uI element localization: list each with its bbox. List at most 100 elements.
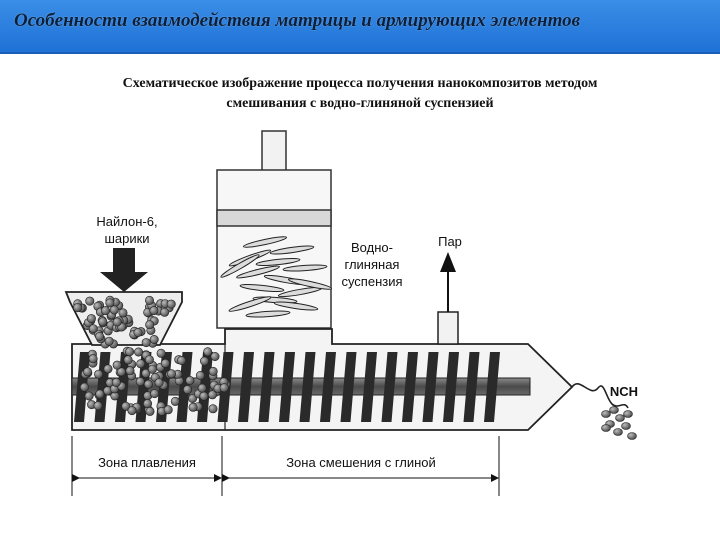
nylon-pellet	[200, 356, 210, 366]
nylon-pellet	[219, 383, 229, 393]
nylon-pellet	[86, 314, 96, 324]
diagram-caption: Схематическое изображение процесса получ…	[40, 74, 680, 114]
nylon-pellet	[112, 360, 122, 370]
screw-flight	[320, 352, 336, 422]
cylinder-body	[216, 169, 332, 329]
nylon-pellet	[160, 307, 170, 317]
nch-pellet	[621, 422, 631, 430]
caption-line-2: смешивания с водно-глиняной суспензией	[226, 96, 494, 111]
nylon-pellet	[166, 299, 176, 309]
screw-flight	[443, 352, 459, 422]
nch-pellet	[601, 424, 611, 432]
nylon-pellet	[95, 389, 105, 399]
mixing-zone-label: Зона смешения с глиной	[286, 455, 436, 470]
zone-dimensions	[71, 436, 500, 496]
feed-arrow	[100, 248, 148, 292]
nylon-label-line-1: Найлон-6,	[96, 214, 157, 229]
caption-line-1: Схематическое изображение процесса получ…	[122, 76, 598, 91]
nylon-pellet	[145, 295, 155, 305]
clay-platelet	[239, 284, 285, 292]
nylon-pellet	[160, 358, 170, 368]
nch-pellet	[627, 432, 637, 440]
clay-platelet	[282, 264, 328, 272]
nylon-pellet	[125, 347, 135, 357]
steam-arrow-icon	[440, 252, 456, 272]
screw-flight	[422, 352, 439, 422]
slurry-label-line-1: Водно-	[351, 240, 393, 255]
clay-platelet	[255, 258, 301, 266]
clay-platelet	[236, 265, 280, 279]
nylon-pellet	[208, 404, 218, 414]
nch-pellet	[601, 410, 611, 418]
nylon-pellet	[73, 303, 83, 313]
clay-platelet	[228, 296, 272, 312]
nylon-pellet	[143, 379, 153, 389]
nylon-pellet	[83, 367, 93, 377]
nylon-pellet	[141, 368, 151, 378]
nylon-pellet	[112, 317, 122, 327]
nylon-pellet	[195, 370, 205, 380]
screw-flight	[463, 352, 480, 422]
nylon-pellet	[177, 355, 187, 365]
nylon-pellet	[150, 389, 160, 399]
title-bar: Особенности взаимодействия матрицы и арм…	[0, 0, 720, 54]
screw-flight	[361, 352, 377, 422]
nylon-pellet	[208, 366, 218, 376]
nylon-pellet	[135, 377, 145, 387]
clay-platelet	[242, 236, 288, 248]
slurry-label-line-2: глиняная	[345, 257, 400, 272]
clay-platelet	[269, 245, 315, 255]
nylon-pellet	[197, 383, 207, 393]
nch-pellet	[609, 406, 619, 414]
nylon-pellet	[143, 399, 153, 409]
output-strand	[571, 383, 637, 440]
nylon-pellet	[121, 401, 131, 411]
screw-flight	[340, 352, 357, 422]
nylon-pellet	[188, 393, 198, 403]
screw-flight	[402, 352, 418, 422]
slide-title: Особенности взаимодействия матрицы и арм…	[14, 10, 581, 31]
nylon-pellet	[167, 369, 177, 379]
nylon-pellet	[210, 351, 220, 361]
nylon-pellet	[147, 364, 157, 374]
nylon-pellet	[85, 296, 95, 306]
nylon-pellet	[127, 406, 137, 416]
nylon-label-line-2: шарики	[104, 231, 149, 246]
nch-label: NCH	[610, 384, 638, 399]
nylon-pellet	[111, 377, 121, 387]
nylon-pellet	[199, 391, 209, 401]
piston-head	[216, 209, 332, 227]
nch-product-pellets	[601, 406, 637, 440]
nylon-pellet	[93, 401, 103, 411]
nylon-pellet	[101, 306, 111, 316]
nch-pellet	[613, 428, 623, 436]
nylon-pellet	[149, 306, 159, 316]
nylon-pellet	[134, 347, 144, 357]
clay-platelet	[220, 254, 260, 278]
nylon-pellet	[104, 336, 114, 346]
nylon-pellet	[123, 355, 133, 365]
slurry-cylinder	[216, 130, 333, 329]
nylon-pellet	[141, 338, 151, 348]
nylon-pellet	[105, 298, 115, 308]
clay-platelet	[273, 301, 319, 311]
nylon-pellet	[188, 402, 198, 412]
nylon-pellets	[73, 295, 231, 416]
screw-flight	[238, 352, 254, 422]
nylon-pellet	[88, 354, 98, 364]
slurry-label-line-3: суспензия	[341, 274, 402, 289]
nch-pellet	[623, 410, 633, 418]
clay-platelet	[287, 278, 333, 290]
screw-flight	[299, 352, 316, 422]
nylon-pellet	[136, 359, 146, 369]
screw-flight	[381, 352, 398, 422]
nylon-pellet	[116, 367, 126, 377]
nylon-pellet	[170, 396, 180, 406]
feed-hopper	[64, 291, 231, 416]
nylon-pellet	[145, 320, 155, 330]
steam-vent	[437, 252, 459, 345]
screw-flight	[279, 352, 295, 422]
nylon-pellet	[144, 355, 154, 365]
nylon-pellet	[149, 334, 159, 344]
